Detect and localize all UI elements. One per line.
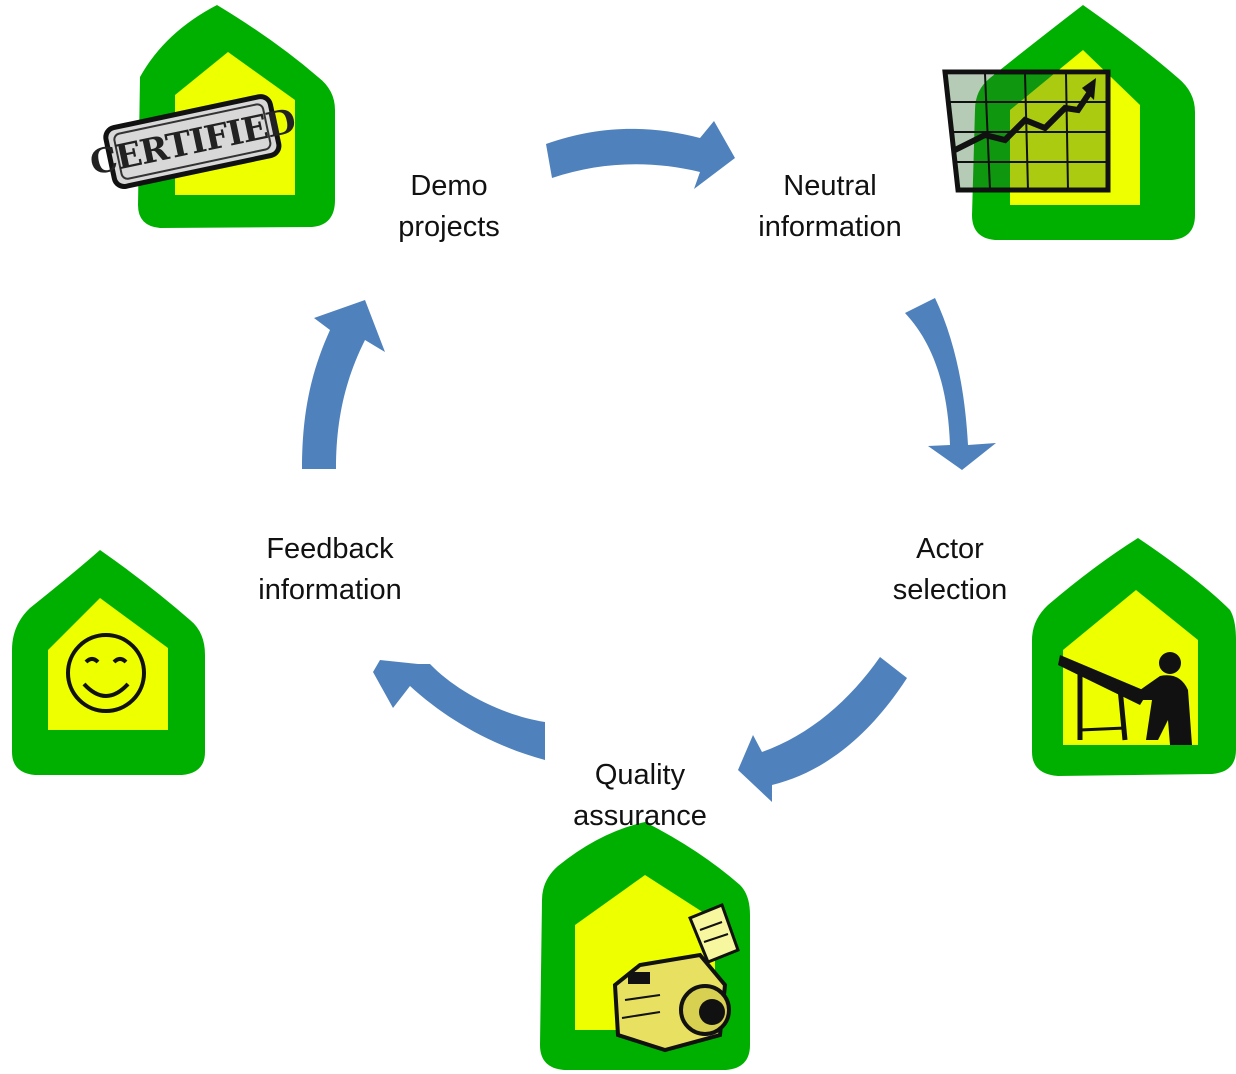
label-line-1: Neutral (783, 170, 877, 202)
house-icon-neutral (942, 5, 1195, 240)
cycle-arrows (302, 121, 996, 802)
label-actor-selection: Actor selection (860, 529, 1040, 611)
label-line-2: selection (892, 574, 1008, 606)
smiley-face-icon (66, 633, 146, 713)
label-line-1: Quality (594, 759, 686, 791)
label-line-1: Demo (410, 170, 488, 202)
house-icon-feedback (12, 550, 205, 775)
label-quality-assurance: Quality assurance (545, 755, 735, 837)
house-icon-demo: CERTIFIED (87, 5, 335, 228)
certified-stamp-icon: CERTIFIED (87, 94, 299, 189)
label-line-1: Actor (916, 533, 984, 565)
arrow-neutral-to-actor (905, 298, 996, 470)
label-demo-projects: Demo projects (369, 166, 529, 248)
label-feedback-information: Feedback information (225, 529, 435, 611)
label-line-1: Feedback (266, 533, 394, 565)
arrow-actor-to-quality (738, 657, 907, 802)
arrow-feedback-to-demo (302, 300, 385, 469)
house-icon-quality (540, 822, 750, 1070)
drafter-at-drawing-board-icon (1058, 652, 1192, 745)
label-neutral-information: Neutral information (725, 166, 935, 248)
label-line-2: projects (398, 211, 500, 243)
label-line-2: information (758, 211, 902, 243)
label-line-2: assurance (573, 800, 707, 832)
line-chart-icon (942, 69, 1111, 193)
house-icon-actor (1032, 538, 1236, 776)
label-line-2: information (258, 574, 402, 606)
arrow-demo-to-neutral (546, 121, 735, 189)
camera-icon (612, 903, 740, 1053)
arrow-quality-to-feedback (373, 660, 545, 760)
